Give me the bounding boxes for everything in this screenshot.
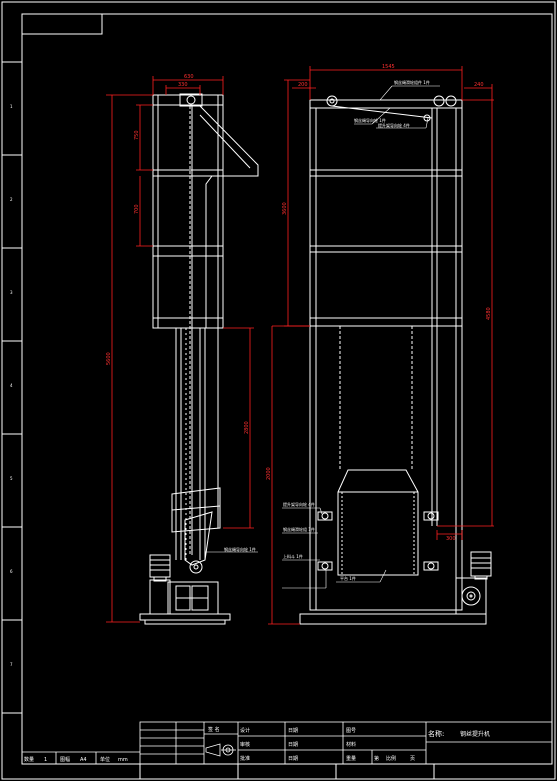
callout-label: 钢丝绳导向轮 1件 (354, 117, 386, 123)
svg-text:1: 1 (10, 104, 13, 109)
svg-text:7: 7 (10, 662, 13, 667)
dim-label: 4580 (486, 307, 492, 320)
dim-label: 1545 (382, 64, 395, 70)
dim-label: 750 (134, 130, 140, 140)
left-view (139, 93, 259, 625)
title-block-text: 设计 审核 批准 日期 日期 日期 图号 材料 重量 第 页 签 名 比例 数量… (24, 726, 415, 763)
right-motor-icon (470, 551, 492, 580)
dim-label: 630 (184, 74, 194, 80)
left-dim-labels: 630 330 750 700 5600 2800 (106, 74, 250, 434)
scale-label: 比例 (386, 755, 396, 762)
svg-text:6: 6 (10, 569, 13, 574)
dim-label: 200 (298, 82, 308, 88)
dim-label: 300 (446, 536, 456, 542)
qty-label: 数量 (24, 756, 34, 763)
sheet-total-label: 页 (410, 756, 415, 762)
paper-label: 图幅 (60, 756, 70, 763)
name-value: 钢丝提升机 (460, 730, 490, 738)
callout-label: 提升架导向轮 4件 (378, 122, 410, 128)
left-motor-icon (149, 554, 171, 582)
dim-label: 2800 (244, 421, 250, 434)
right-dim-labels: 1545 200 240 3600 2000 4580 300 (266, 64, 492, 542)
paper-value: A4 (80, 757, 87, 763)
dim-label: 5600 (106, 352, 112, 365)
name-label: 名称: (428, 729, 444, 738)
callout-label: 平台 1件 (340, 575, 356, 581)
sheet-label: 第 (374, 755, 379, 762)
title-block-name: 名称: 钢丝提升机 (428, 729, 490, 738)
left-callouts: 钢丝绳导向轮 1件 (205, 546, 258, 553)
callout-label: 钢丝绳滑轮组件 1件 (394, 79, 430, 85)
weight-label: 重量 (346, 755, 356, 762)
check-label: 审核 (240, 741, 250, 748)
svg-text:3: 3 (10, 290, 13, 295)
design-label: 设计 (240, 727, 250, 734)
qty-value: 1 (44, 757, 47, 763)
right-dimensions (268, 66, 494, 625)
border-tick-numbers: 1 2 3 4 5 6 7 (10, 104, 13, 667)
date-label: 日期 (288, 728, 298, 734)
callout-label: 钢丝绳导向轮 1件 (224, 546, 256, 552)
date-label: 日期 (288, 742, 298, 748)
approve-label: 批准 (240, 755, 250, 762)
unit-value: mm (118, 757, 128, 763)
callout-label: 上料斗 1件 (283, 553, 303, 559)
unit-label: 单位 (100, 756, 110, 763)
border-ticks (2, 61, 435, 779)
right-callouts (282, 85, 440, 589)
dim-label: 2000 (266, 467, 272, 480)
dim-label: 240 (474, 82, 484, 88)
material-label: 材料 (346, 741, 356, 748)
drawing-no-label: 图号 (346, 728, 356, 734)
callout-label: 提升架导向轮 4件 (283, 501, 315, 507)
title-block (22, 721, 553, 765)
callout-label: 钢丝绳滑轮组 1件 (283, 526, 315, 532)
left-dimensions (106, 76, 254, 623)
svg-text:5: 5 (10, 476, 13, 481)
svg-text:4: 4 (10, 383, 13, 388)
svg-text:2: 2 (10, 197, 13, 202)
dim-label: 700 (134, 204, 140, 214)
date-label: 日期 (288, 756, 298, 762)
dim-label: 3600 (282, 202, 288, 215)
dim-label: 330 (178, 82, 188, 88)
right-view (299, 95, 487, 625)
right-callout-labels: 钢丝绳滑轮组件 1件 钢丝绳导向轮 1件 提升架导向轮 4件 提升架导向轮 4件… (283, 79, 430, 581)
signature-label: 签 名 (208, 726, 220, 733)
